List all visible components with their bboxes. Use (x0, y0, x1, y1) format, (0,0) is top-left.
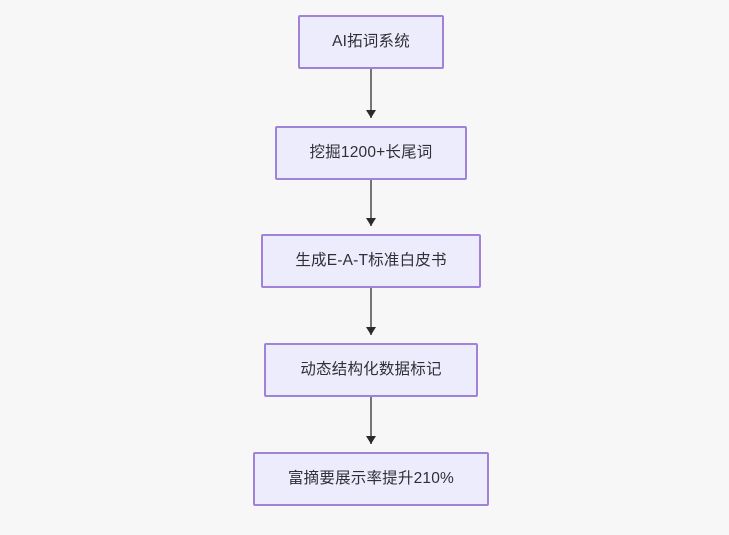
flow-node-label: 动态结构化数据标记 (300, 360, 442, 378)
flow-node-label: 富摘要展示率提升210% (287, 469, 455, 487)
flow-node-rich-snippet-impression-lift[interactable]: 富摘要展示率提升210% (253, 452, 489, 506)
flow-node-label: AI拓词系统 (332, 32, 410, 50)
flow-node-mine-longtail-keywords[interactable]: 挖掘1200+长尾词 (275, 126, 467, 180)
arrowhead-icon (366, 110, 376, 118)
flow-node-ai-keyword-system[interactable]: AI拓词系统 (298, 15, 444, 69)
flow-node-label: 生成E-A-T标准白皮书 (295, 251, 447, 269)
edge-line (370, 180, 372, 226)
flow-node-label: 挖掘1200+长尾词 (309, 143, 433, 161)
arrowhead-icon (366, 327, 376, 335)
flow-node-dynamic-structured-data-markup[interactable]: 动态结构化数据标记 (264, 343, 478, 397)
flow-node-generate-eat-whitepaper[interactable]: 生成E-A-T标准白皮书 (261, 234, 481, 288)
edge-line (370, 288, 372, 335)
edge-line (370, 69, 372, 118)
arrowhead-icon (366, 436, 376, 444)
edge-line (370, 397, 372, 444)
arrowhead-icon (366, 218, 376, 226)
